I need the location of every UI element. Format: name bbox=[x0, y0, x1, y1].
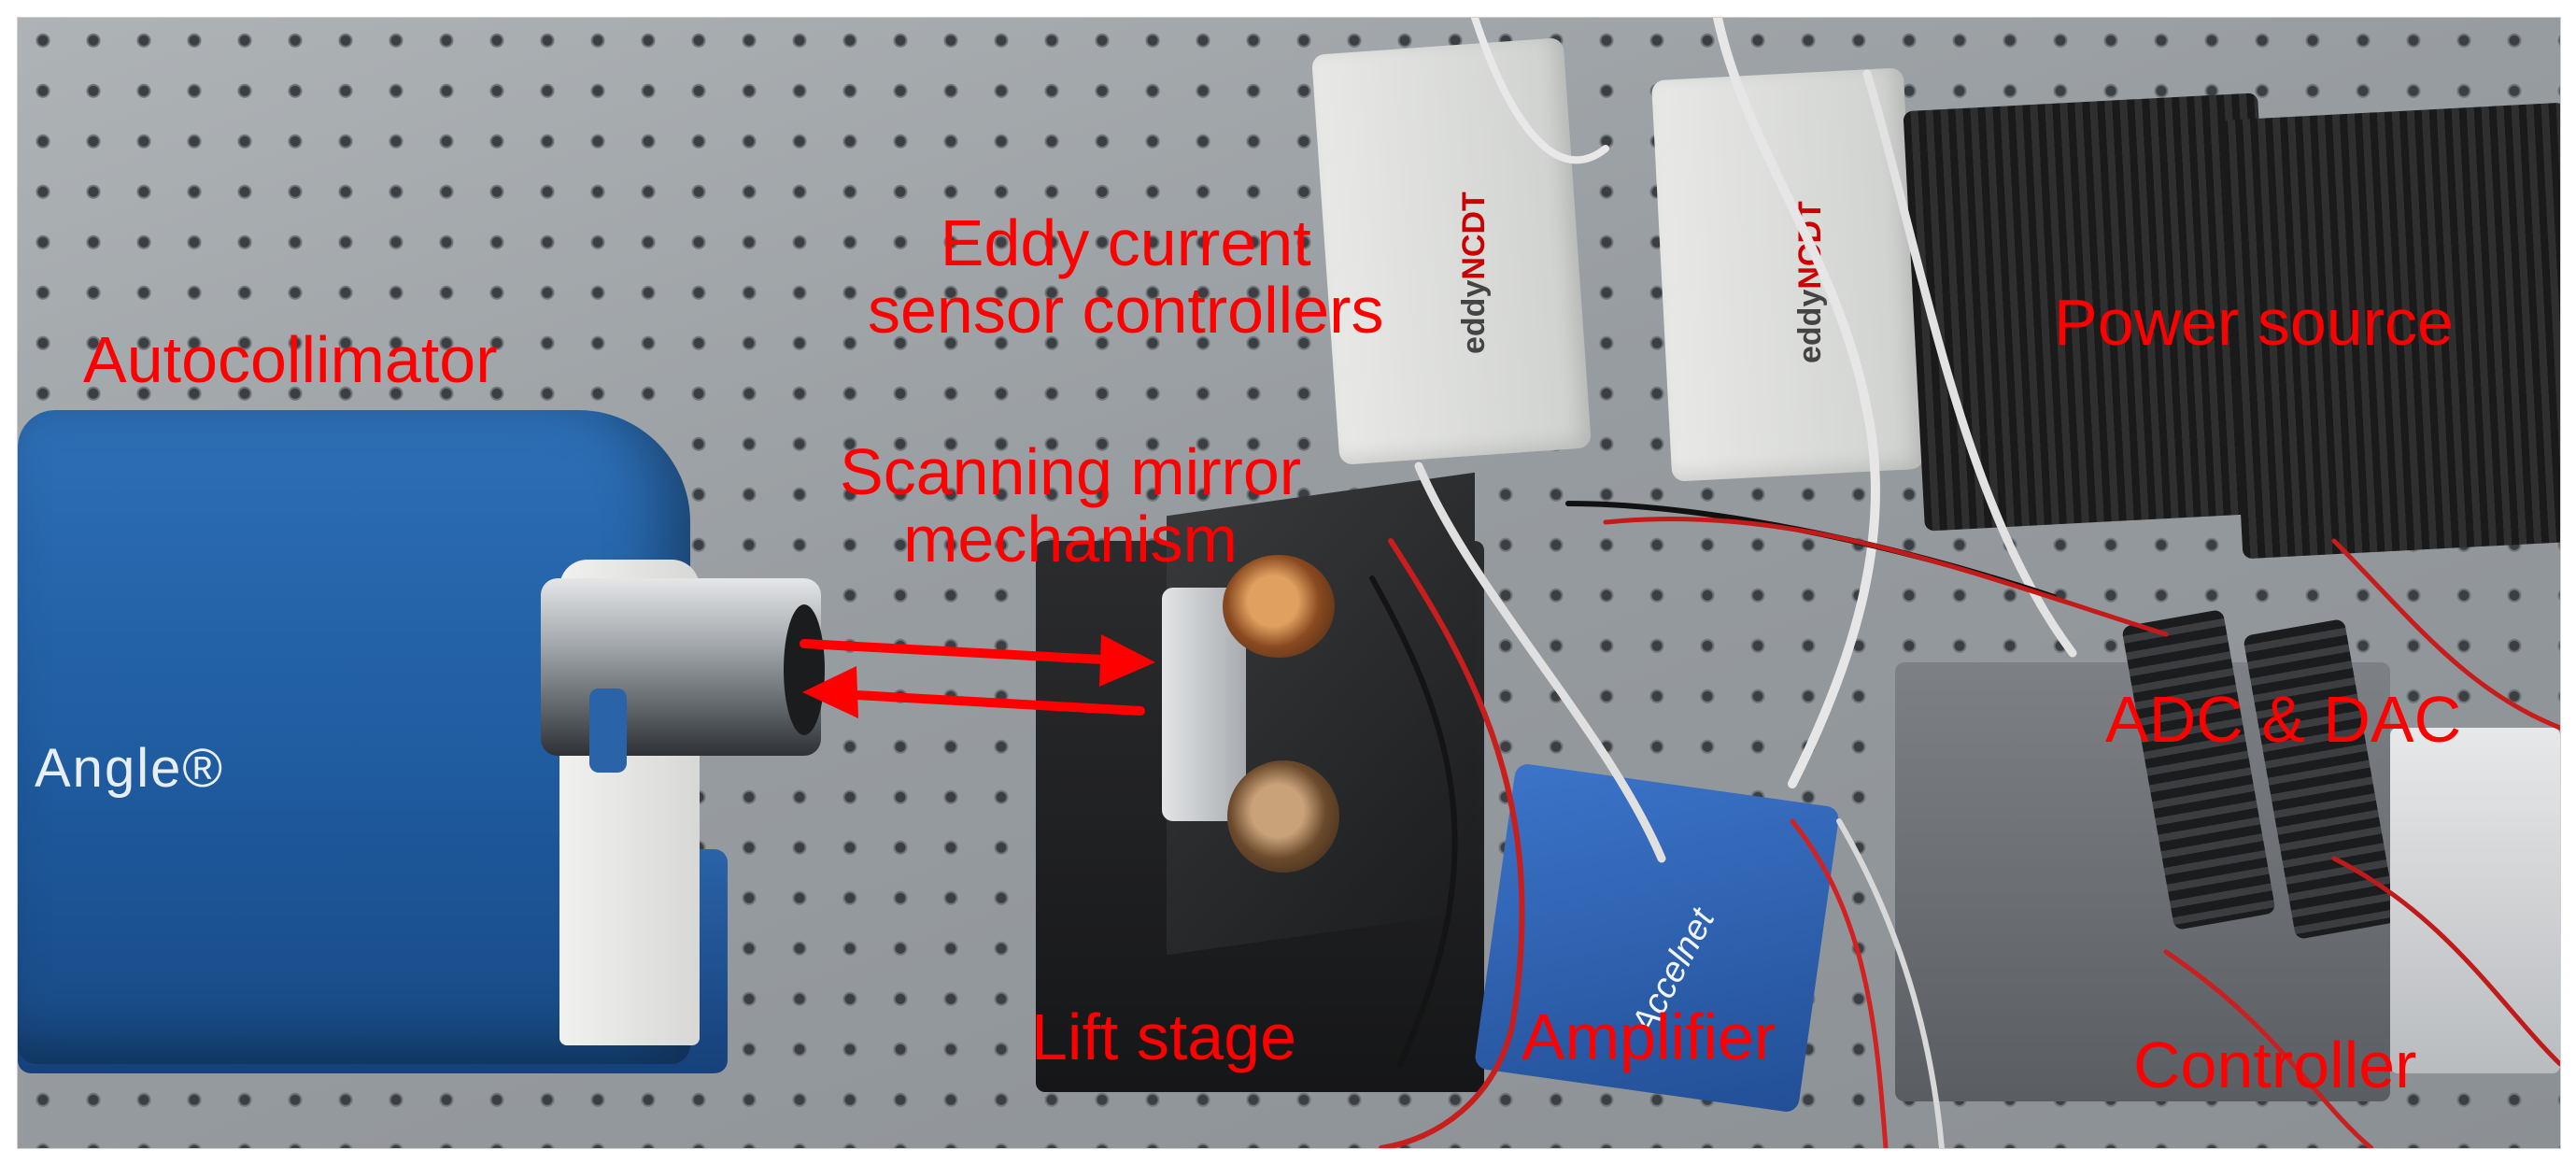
beam-arrow-outgoing bbox=[800, 639, 1125, 665]
controller-label: Controller bbox=[2133, 1029, 2417, 1101]
autocollimator-label: Autocollimator bbox=[83, 323, 498, 396]
mount-knob bbox=[589, 688, 627, 773]
eddy-current-controllers-label: Eddy current sensor controllers bbox=[868, 206, 1384, 347]
beam-arrow-return bbox=[835, 689, 1145, 716]
mirror-actuator-top bbox=[1223, 555, 1335, 658]
autocollimator-brand-text: Angle® bbox=[35, 738, 225, 799]
autocollimator-lens-front bbox=[784, 604, 825, 735]
beam-arrow-outgoing-head bbox=[1099, 634, 1155, 687]
scanning-mirror-label: Scanning mirror mechanism bbox=[840, 435, 1302, 575]
controller-unit bbox=[2390, 728, 2560, 1073]
autocollimator-lens-barrel bbox=[541, 578, 821, 756]
lift-stage-label: Lift stage bbox=[1031, 1001, 1297, 1073]
adc-dac-label: ADC & DAC bbox=[2105, 683, 2462, 756]
double-horizontal-arrow-icon bbox=[800, 634, 1155, 718]
mirror-actuator-bottom bbox=[1227, 760, 1339, 873]
beam-arrow-return-head bbox=[802, 666, 858, 718]
amplifier-label: Amplifier bbox=[1522, 1001, 1776, 1073]
cables bbox=[1369, 18, 2560, 1148]
power-source-label: Power source bbox=[2054, 286, 2454, 359]
lab-setup-photo: Angle® eddyNCDT eddyNCDT Accelnet bbox=[17, 17, 2561, 1149]
